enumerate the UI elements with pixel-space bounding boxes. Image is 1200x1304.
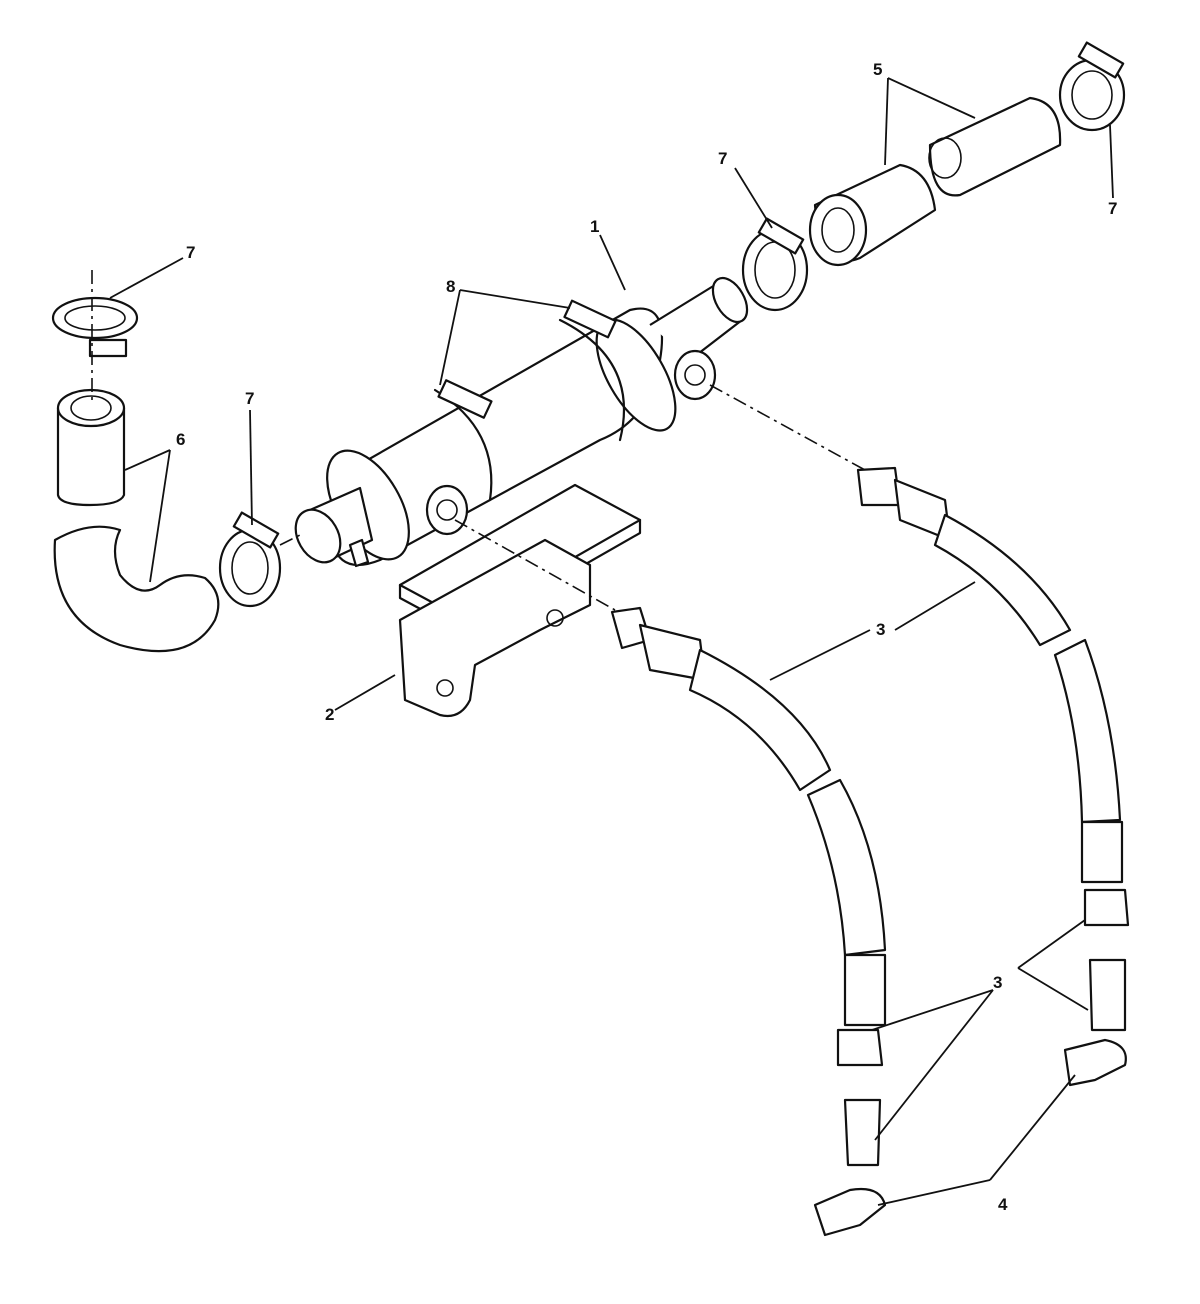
- clamp-top-left: [51, 296, 139, 358]
- clamp-top-right: [1058, 41, 1126, 132]
- callout-4: 4: [998, 1195, 1008, 1214]
- callout-7-top-right: 7: [1108, 199, 1117, 218]
- callout-2: 2: [325, 705, 334, 724]
- heater-body: [294, 276, 749, 568]
- callout-7-right-outlet: 7: [718, 149, 727, 168]
- leader-lines: [109, 77, 1114, 1206]
- right-hose-pieces: [808, 96, 1062, 267]
- centerline-rear: [709, 384, 866, 471]
- centerline-front: [454, 519, 616, 611]
- callout-6: 6: [176, 430, 185, 449]
- clamp-right-outlet: [741, 217, 809, 312]
- flex-hose-rear: [856, 466, 1130, 1087]
- callout-7-top-left: 7: [186, 243, 195, 262]
- clamp-left-inlet: [218, 511, 282, 608]
- callout-7-left-inlet: 7: [245, 389, 254, 408]
- mounting-bracket: [398, 483, 642, 718]
- callout-3-lower: 3: [993, 973, 1002, 992]
- callout-1: 1: [590, 217, 599, 236]
- flex-hose-front: [610, 606, 887, 1237]
- callout-3-upper: 3: [876, 620, 885, 639]
- centerline-inlet: [279, 534, 301, 546]
- left-hose-elbow: [53, 388, 220, 653]
- callout-5: 5: [873, 60, 882, 79]
- callout-8: 8: [446, 277, 455, 296]
